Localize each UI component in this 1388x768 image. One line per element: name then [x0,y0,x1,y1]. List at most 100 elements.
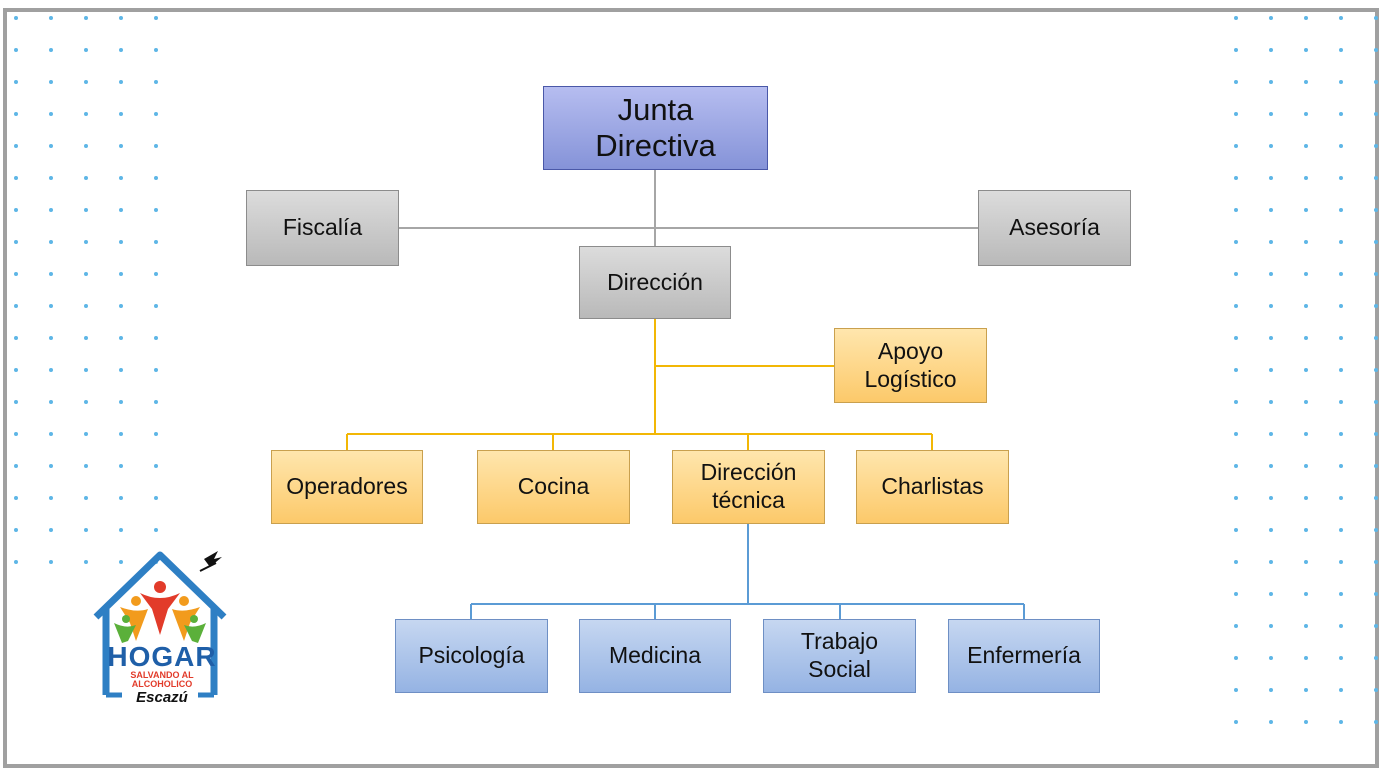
decor-dot [1234,720,1238,724]
decor-dot [84,528,88,532]
decor-dot [1374,720,1378,724]
decor-dot [1339,176,1343,180]
node-charlistas: Charlistas [856,450,1009,524]
decor-dot [1234,208,1238,212]
decor-dot [1234,144,1238,148]
decor-dot [49,112,53,116]
decor-dot [1339,720,1343,724]
decor-dot [1374,688,1378,692]
decor-dot [1374,464,1378,468]
decor-dot [119,112,123,116]
decor-dot [1374,240,1378,244]
decor-dot [1269,720,1273,724]
decor-dot [1234,656,1238,660]
decor-dot [154,48,158,52]
decor-dot [49,400,53,404]
decor-dot [154,144,158,148]
decor-dot [1269,528,1273,532]
decor-dot [49,304,53,308]
decor-dot [1339,336,1343,340]
decor-dot [1339,464,1343,468]
decor-dot [1234,368,1238,372]
decor-dot [1234,16,1238,20]
decor-dot [14,80,18,84]
decor-dot [1304,464,1308,468]
decor-dot [1269,48,1273,52]
decor-dot [1269,80,1273,84]
decor-dot [154,368,158,372]
decor-dot [119,208,123,212]
decor-dot [49,368,53,372]
decor-dot [49,208,53,212]
decor-dot [119,240,123,244]
decor-dot [1339,400,1343,404]
decor-dot [14,48,18,52]
decor-dot [1304,112,1308,116]
decor-dot [1304,272,1308,276]
decor-dot [14,16,18,20]
decor-dot [1339,496,1343,500]
decor-dot [1374,176,1378,180]
decor-dot [154,496,158,500]
node-label: Charlistas [881,473,984,500]
node-label: Asesoría [1009,214,1100,241]
decor-dot [119,80,123,84]
decor-dot [1234,48,1238,52]
decor-dot [1234,464,1238,468]
decor-dot [1339,144,1343,148]
decor-dot [1374,272,1378,276]
decor-dot [49,240,53,244]
decor-dot [84,432,88,436]
node-label: Operadores [286,473,408,500]
decor-dot [1374,656,1378,660]
decor-dot [84,176,88,180]
decor-dot [1269,464,1273,468]
decor-dot [1374,624,1378,628]
decor-dot [119,464,123,468]
decor-dot [84,208,88,212]
node-label-line1: Dirección [700,459,797,486]
logo-word: HOGAR [107,641,217,672]
decor-dot [14,336,18,340]
decor-dot [1269,624,1273,628]
decor-dot [154,336,158,340]
decor-dot [1304,16,1308,20]
decor-dot [1269,560,1273,564]
decor-dot [1269,208,1273,212]
decor-dot [1374,304,1378,308]
decor-dot [119,528,123,532]
decor-dot [1304,528,1308,532]
decor-dot [1339,48,1343,52]
node-cocina: Cocina [477,450,630,524]
decor-dot [49,272,53,276]
decor-dot [1374,336,1378,340]
decor-dot [84,464,88,468]
decor-dot [119,144,123,148]
decor-dot [1374,112,1378,116]
decor-dot [119,272,123,276]
decor-dot [84,336,88,340]
decor-dot [14,304,18,308]
decor-dot [49,176,53,180]
decor-dot [84,240,88,244]
decor-dot [119,432,123,436]
decor-dot [1234,240,1238,244]
decor-dot [14,400,18,404]
decor-dot [1339,624,1343,628]
decor-dot [1374,400,1378,404]
decor-dot [49,144,53,148]
decor-dot [1339,368,1343,372]
decor-dot [119,176,123,180]
decor-dot [84,80,88,84]
decor-dot [1339,112,1343,116]
logo-tagline-1: SALVANDO AL [130,670,194,680]
decor-dot [49,80,53,84]
node-label-line1: Trabajo [800,628,879,655]
decor-dot [84,144,88,148]
decor-dot [1269,496,1273,500]
decor-dot [1269,240,1273,244]
decor-dot [1304,176,1308,180]
